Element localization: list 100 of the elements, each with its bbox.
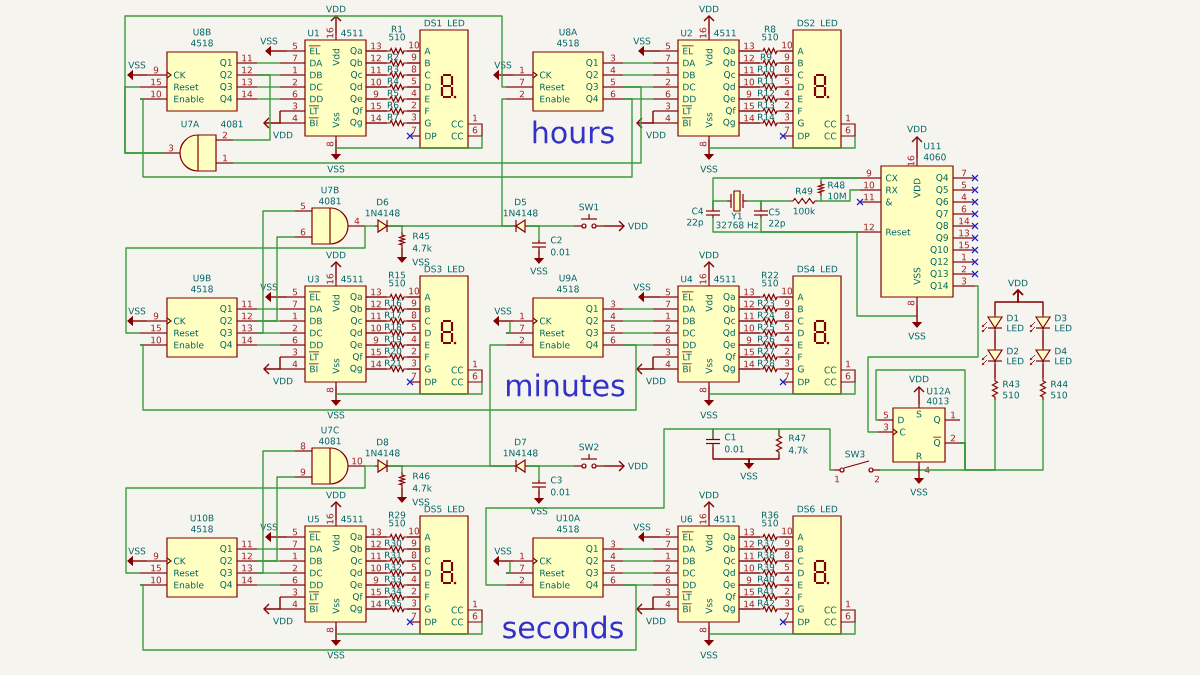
- node-label: 13: [371, 528, 382, 536]
- node-label: 16: [699, 513, 707, 524]
- node-label: 7: [292, 54, 298, 62]
- node-label: 6: [292, 336, 298, 344]
- node-label: 10: [371, 78, 382, 86]
- node-label: 9: [153, 552, 159, 560]
- wire: [485, 428, 714, 586]
- wire: [406, 536, 421, 538]
- node-label: 1N4148: [503, 209, 538, 217]
- wire: [622, 308, 654, 310]
- wire: [738, 86, 761, 88]
- node-label: 3: [411, 599, 417, 607]
- node-label: 4511: [341, 275, 363, 283]
- node-label: 11: [744, 552, 754, 560]
- node-label: 13: [242, 78, 253, 86]
- node-label: 14: [242, 90, 253, 98]
- node-label: 16: [907, 155, 915, 166]
- wire: [139, 98, 633, 178]
- counter-chip: U11 4060 CX RX & Reset VDD VSS Q4 Q5 Q6 Q7 Q8 Q9 Q10 Q12 Q13 Q14 9 10 11 12 16 8 7 5 4 6 14 13 15 1 2 3: [859, 142, 976, 306]
- node-label: 2: [950, 434, 955, 442]
- led: D2 LED: [981, 347, 1024, 366]
- node-label: 6: [961, 205, 967, 213]
- node-label: 2: [411, 101, 416, 109]
- node-label: 10: [782, 287, 793, 295]
- node-label: 12: [242, 66, 252, 74]
- power-label: VDD: [646, 617, 666, 625]
- node-label: 2: [411, 347, 416, 355]
- wire: [365, 536, 388, 538]
- node-label: 7: [665, 300, 671, 308]
- wire: [365, 110, 388, 112]
- wire: [1042, 363, 1044, 379]
- power-arrow: [636, 596, 654, 615]
- wire: [365, 572, 388, 574]
- node-label: U8B: [193, 28, 211, 36]
- wire: [256, 86, 281, 88]
- wire: [406, 98, 421, 100]
- power-label: VSS: [633, 523, 651, 531]
- seven-segment-display: DS5 LED A B C D E F G DP CC CC 10 9 8 5 4 2 3 7 1 6: [409, 505, 483, 635]
- wire: [365, 596, 388, 598]
- wire: [817, 189, 861, 202]
- node-label: D2: [1007, 347, 1019, 355]
- node-label: 2: [665, 78, 670, 86]
- node-label: 4511: [341, 515, 363, 523]
- power-label: VSS: [530, 507, 548, 515]
- node-label: 15: [151, 78, 161, 86]
- wire: [406, 332, 421, 334]
- wire: [365, 86, 388, 88]
- and-gate: U7A 4081 2 1 3: [162, 120, 243, 172]
- node-label: 9: [411, 299, 417, 307]
- node-label: 3: [411, 113, 417, 121]
- node-label: DS1: [424, 19, 442, 27]
- node-label: 12: [744, 300, 754, 308]
- node-label: 12: [744, 540, 754, 548]
- node-label: 10: [864, 181, 875, 189]
- power-label: VSS: [128, 547, 146, 555]
- power-arrow: [603, 220, 625, 232]
- and-gate: U7B 4081 5 6 4: [294, 186, 366, 245]
- wire: [335, 621, 483, 635]
- power-label: VDD: [628, 462, 648, 470]
- node-label: 15: [959, 241, 969, 249]
- node-label: 12: [242, 552, 252, 560]
- node-label: 1: [962, 253, 967, 261]
- node-label: U9A: [559, 274, 578, 282]
- wire: [256, 584, 281, 586]
- node-label: 5: [610, 564, 616, 572]
- wire: [779, 110, 794, 112]
- node-label: 7: [784, 126, 790, 134]
- node-label: 1: [473, 360, 478, 368]
- wire: [256, 236, 296, 322]
- wire: [365, 320, 388, 322]
- node-label: 4518: [190, 525, 213, 533]
- wire: [406, 110, 421, 112]
- wire: [125, 465, 366, 574]
- wire: [708, 135, 856, 149]
- node-label: 5: [411, 563, 417, 571]
- node-label: 7: [961, 169, 967, 177]
- node-label: 1: [473, 600, 478, 608]
- node-label: 3: [168, 144, 174, 152]
- node-label: 4081: [220, 120, 243, 128]
- node-label: 4511: [714, 275, 736, 283]
- node-label: 5: [665, 42, 671, 50]
- diode: D8 1N4148: [365, 438, 400, 474]
- node-label: 7: [784, 372, 790, 380]
- node-label: 4: [354, 217, 360, 225]
- node-label: U3: [308, 275, 320, 283]
- wire: [527, 465, 575, 467]
- node-label: LED: [1007, 357, 1024, 365]
- wire: [779, 332, 794, 334]
- node-label: 4: [610, 66, 616, 74]
- node-label: 14: [242, 576, 253, 584]
- node-label: 9: [784, 539, 790, 547]
- wire: [738, 608, 761, 610]
- node-label: 3: [610, 300, 616, 308]
- power-label: VDD: [907, 125, 927, 133]
- node-label: 9: [746, 90, 752, 98]
- wire: [406, 572, 421, 574]
- node-label: 5: [610, 78, 616, 86]
- wire: [406, 296, 421, 298]
- wire: [364, 465, 376, 467]
- node-label: 5: [883, 411, 889, 419]
